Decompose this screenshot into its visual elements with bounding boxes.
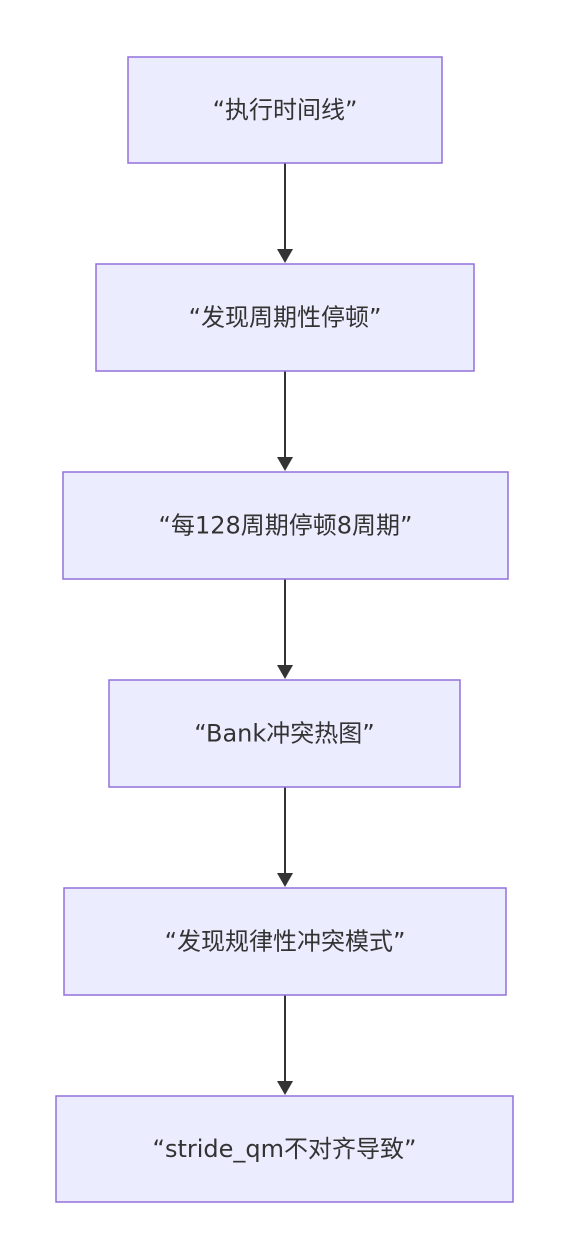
flow-edge-arrowhead bbox=[277, 873, 293, 887]
flow-edge-arrowhead bbox=[277, 665, 293, 679]
flow-edge-arrowhead bbox=[277, 457, 293, 471]
flow-node-box bbox=[127, 56, 443, 164]
flow-node-label: “发现周期性停顿” bbox=[189, 304, 382, 332]
flow-edge-arrowhead bbox=[277, 1081, 293, 1095]
flow-node: “stride_qm不对齐导致” bbox=[55, 1095, 514, 1203]
flow-node-label: “每128周期停顿8周期” bbox=[159, 512, 413, 540]
flow-node-label: “stride_qm不对齐导致” bbox=[153, 1135, 417, 1163]
flow-node: “发现规律性冲突模式” bbox=[63, 887, 507, 996]
flow-node-box bbox=[95, 263, 475, 372]
flow-node: “发现周期性停顿” bbox=[95, 263, 475, 372]
flow-node-box bbox=[62, 471, 509, 580]
flow-node-label: “发现规律性冲突模式” bbox=[165, 928, 406, 956]
nodes-layer: “执行时间线” “发现周期性停顿” “每128周期停顿8周期” “Bank冲突热图” “… bbox=[55, 56, 514, 1203]
flow-node: “Bank冲突热图” bbox=[108, 679, 461, 788]
flow-edge-arrowhead bbox=[277, 249, 293, 263]
flow-node: “每128周期停顿8周期” bbox=[62, 471, 509, 580]
flow-node: “执行时间线” bbox=[127, 56, 443, 164]
flow-node-label: “执行时间线” bbox=[213, 96, 358, 124]
flow-node-box bbox=[108, 679, 461, 788]
edges-layer bbox=[277, 163, 293, 1095]
flow-node-label: “Bank冲突热图” bbox=[194, 720, 374, 748]
flow-node-box bbox=[55, 1095, 514, 1203]
flow-node-box bbox=[63, 887, 507, 996]
